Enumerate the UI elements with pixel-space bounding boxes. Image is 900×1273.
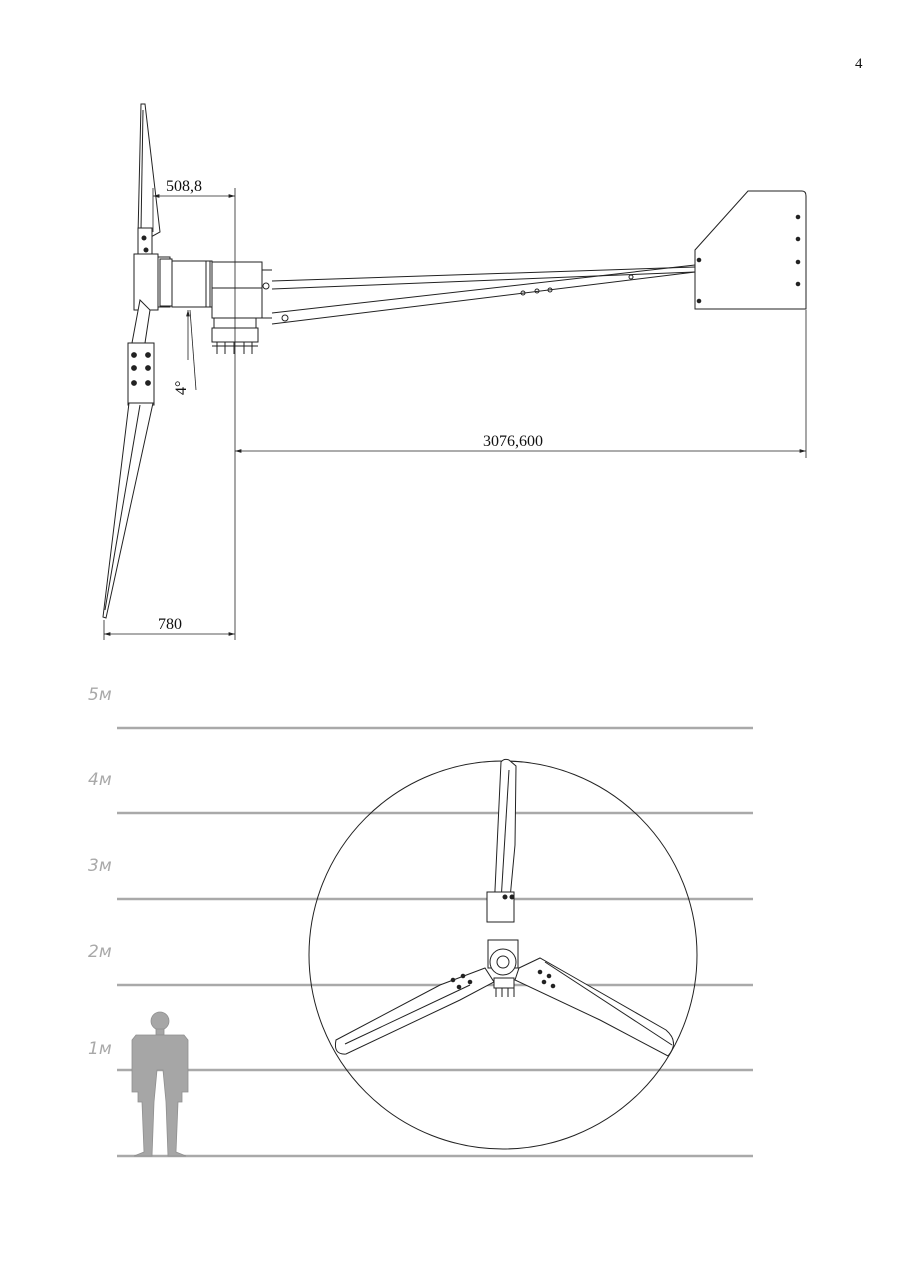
side-view (102, 103, 807, 640)
dimension-tail-distance: 3076,600 (483, 433, 543, 450)
scale-label-2m: 2м (88, 942, 112, 962)
yaw-mount (211, 327, 259, 354)
height-scale: 5м 4м 3м 2м 1м (88, 685, 753, 1158)
scale-label-4m: 4м (88, 770, 112, 790)
dimension-rotor-offset: 508,8 (166, 178, 202, 195)
scale-label-3m: 3м (88, 856, 112, 876)
dimension-lines (103, 188, 807, 640)
lower-blade (102, 298, 155, 619)
front-hub (487, 939, 519, 997)
front-blade-left (335, 967, 495, 1055)
tail-boom (262, 264, 696, 325)
person-silhouette-icon (131, 1011, 189, 1157)
page-number: 4 (855, 56, 863, 72)
upper-blade (137, 103, 161, 265)
scale-label-5m: 5м (88, 685, 112, 705)
tail-vane (694, 190, 807, 310)
front-blade-top (486, 758, 517, 923)
front-view (308, 758, 698, 1150)
scale-label-1m: 1м (88, 1039, 112, 1059)
dimension-tilt-angle: 4° (173, 381, 190, 395)
generator-nacelle (133, 253, 272, 329)
front-blade-right (514, 957, 674, 1057)
dimension-blade-offset: 780 (158, 616, 182, 633)
